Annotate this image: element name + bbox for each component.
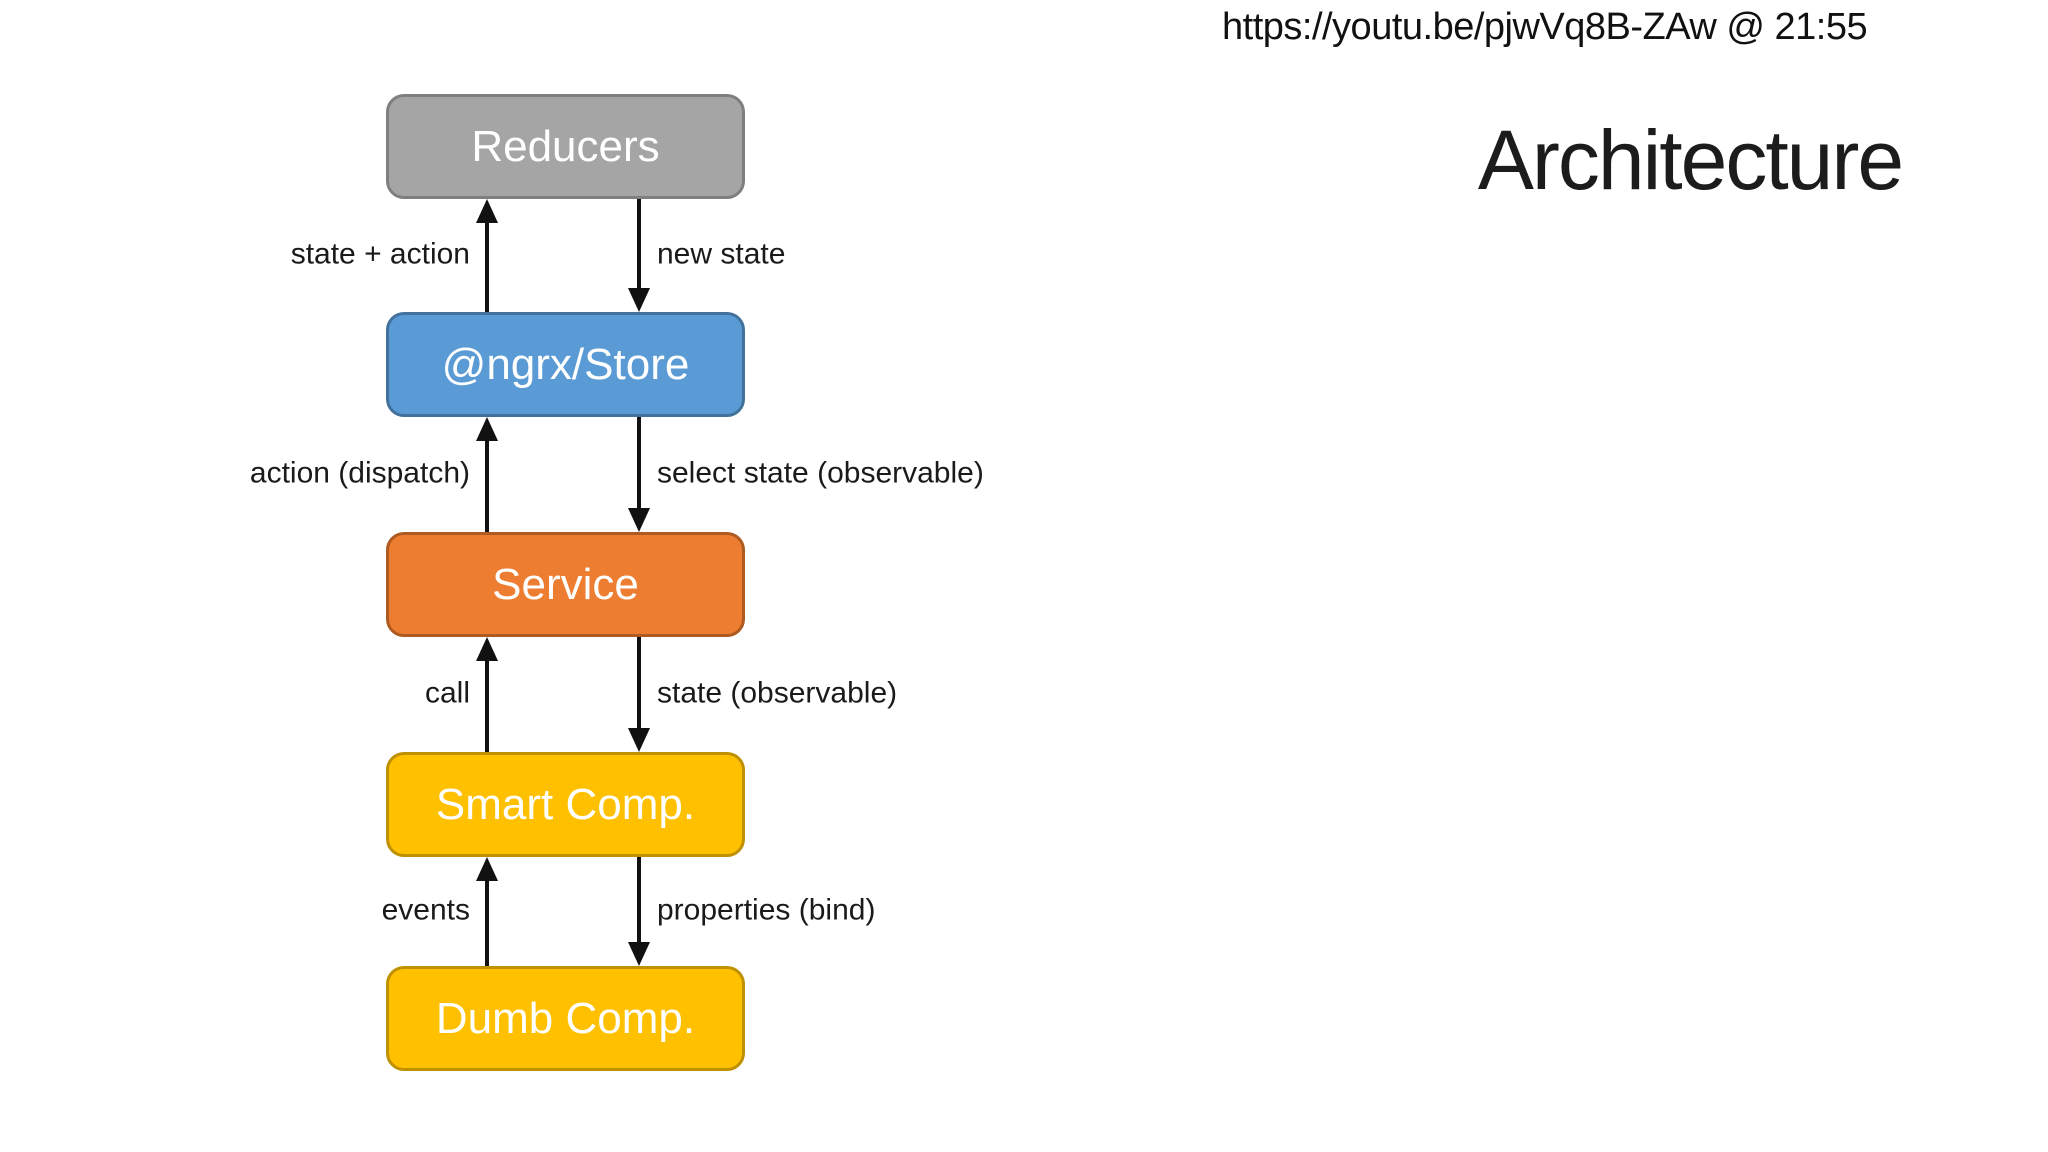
node-label: Service <box>492 559 639 609</box>
up-arrow-line <box>485 219 489 312</box>
edge-label-up: action (dispatch) <box>249 456 470 490</box>
down-arrow-line <box>637 857 641 946</box>
source-url: https://youtu.be/pjwVq8B-ZAw @ 21:55 <box>1222 6 1868 48</box>
up-arrow-line <box>485 437 489 532</box>
edge-gap-dumb-smart: events properties (bind) <box>0 857 2048 966</box>
down-arrow-line <box>637 637 641 732</box>
up-arrow-icon <box>476 417 498 441</box>
up-arrow-icon <box>476 857 498 881</box>
edge-label-up: call <box>424 676 470 710</box>
node-reducers: Reducers <box>386 94 745 199</box>
up-arrow-icon <box>476 637 498 661</box>
node-label: Smart Comp. <box>435 779 696 829</box>
node-ngrx-store: @ngrx/Store <box>386 312 745 417</box>
node-service: Service <box>386 532 745 637</box>
edge-label-up: state + action <box>290 237 470 271</box>
edge-gap-store-reducers: state + action new state <box>0 199 2048 312</box>
edge-label-down: new state <box>657 237 786 271</box>
down-arrow-line <box>637 417 641 512</box>
down-arrow-line <box>637 199 641 292</box>
down-arrow-icon <box>628 288 650 312</box>
node-label: Dumb Comp. <box>435 993 696 1043</box>
edge-label-up: events <box>381 893 470 927</box>
up-arrow-icon <box>476 199 498 223</box>
node-smart-comp: Smart Comp. <box>386 752 745 857</box>
down-arrow-icon <box>628 942 650 966</box>
edge-gap-smart-service: call state (observable) <box>0 637 2048 752</box>
down-arrow-icon <box>628 508 650 532</box>
edge-gap-service-store: action (dispatch) select state (observab… <box>0 417 2048 532</box>
node-dumb-comp: Dumb Comp. <box>386 966 745 1071</box>
up-arrow-line <box>485 657 489 752</box>
edge-label-down: select state (observable) <box>657 456 984 490</box>
node-label: Reducers <box>471 121 660 171</box>
down-arrow-icon <box>628 728 650 752</box>
up-arrow-line <box>485 877 489 966</box>
edge-label-down: state (observable) <box>657 676 898 710</box>
edge-label-down: properties (bind) <box>657 893 876 927</box>
page-title: Architecture <box>1477 113 1904 207</box>
node-label: @ngrx/Store <box>441 339 690 389</box>
